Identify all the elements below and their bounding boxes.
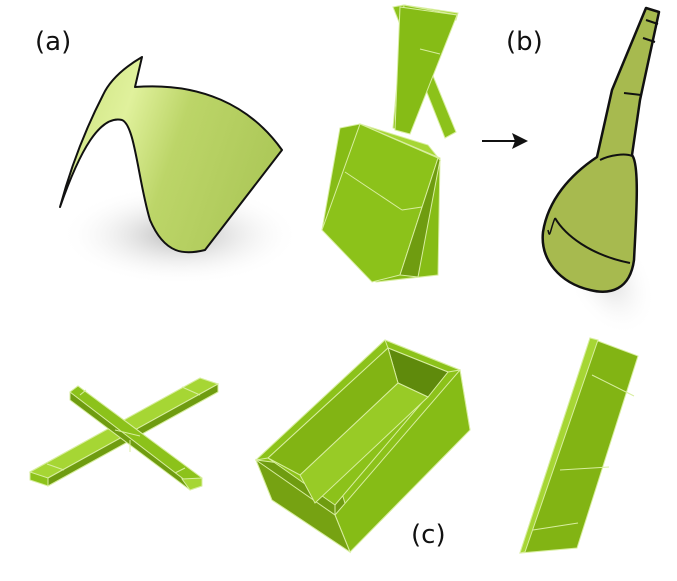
panel-c-slab: [519, 337, 639, 554]
arrow-icon: [482, 133, 528, 149]
curved-sheet: [59, 56, 283, 254]
label-b: (b): [506, 27, 543, 57]
panel-c-cross: [28, 377, 220, 491]
panel-c-open-box: [254, 339, 471, 554]
panel-b-primitive: [321, 4, 459, 283]
label-a: (a): [35, 27, 72, 57]
panel-b-smooth-shape: [541, 6, 661, 336]
label-c: (c): [411, 520, 446, 550]
panel-a-surface: [59, 56, 300, 285]
